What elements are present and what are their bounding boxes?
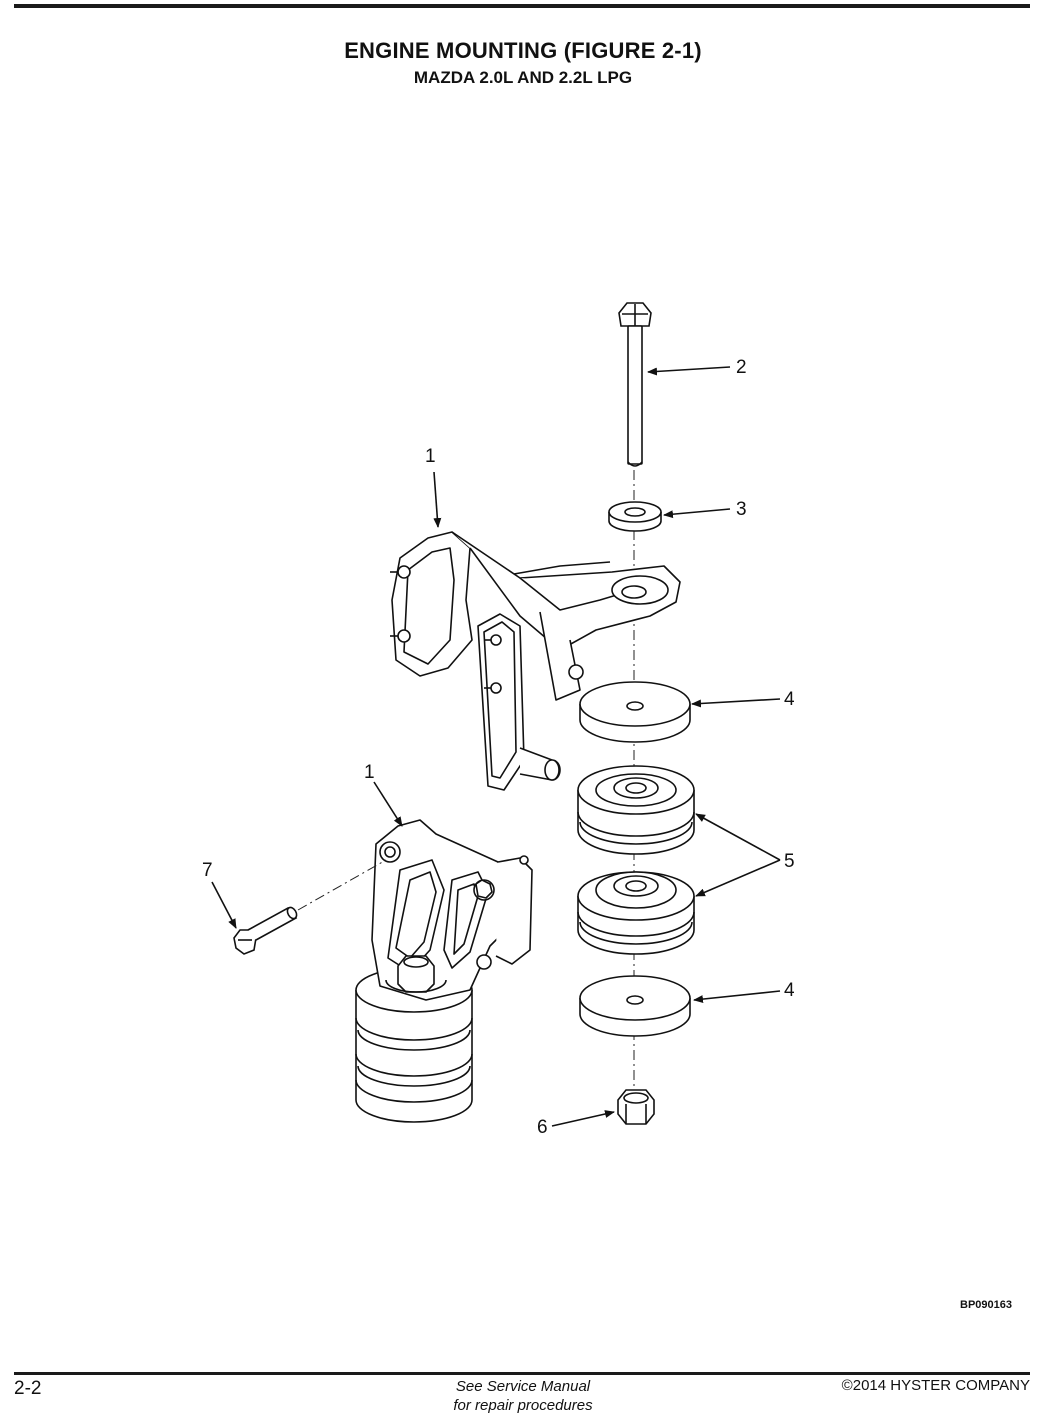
item-2-bolt: [618, 302, 652, 467]
reference-line-1: See Service Manual: [455, 1378, 591, 1395]
copyright: ©2014 HYSTER COMPANY: [841, 1377, 1030, 1394]
figure-code: BP090163: [960, 1299, 1012, 1311]
leader-5a: [695, 813, 781, 861]
item-5-lower-isolator: [577, 871, 695, 955]
leader-lines: [211, 366, 781, 1127]
page-title: ENGINE MOUNTING (FIGURE 2-1): [344, 38, 702, 63]
leader-1a: [433, 471, 442, 528]
item-7-cap-screw: [233, 906, 298, 955]
callout-7: 7: [202, 860, 213, 881]
item-1-lower-bracket: [355, 819, 533, 1123]
leader-4b: [693, 990, 781, 1004]
item-4-lower-washer: [579, 975, 691, 1037]
leader-3: [663, 508, 731, 519]
leader-2: [647, 366, 731, 376]
callout-4a: 4: [784, 689, 795, 710]
callout-4b: 4: [784, 980, 795, 1001]
item-6-nut: [617, 1089, 655, 1125]
callout-1a: 1: [425, 446, 436, 467]
item-7-centerline: [297, 859, 387, 911]
callout-1b: 1: [364, 762, 375, 783]
leader-7: [211, 881, 237, 929]
page-subtitle: MAZDA 2.0L AND 2.2L LPG: [413, 68, 633, 87]
callout-2: 2: [736, 357, 747, 378]
callout-3: 3: [736, 499, 747, 520]
leader-6: [551, 1110, 615, 1127]
callout-6: 6: [537, 1117, 548, 1138]
bottom-rule: [14, 1372, 1030, 1375]
item-3-washer: [608, 501, 662, 532]
top-rule: [14, 4, 1030, 8]
item-5-upper-isolator: [577, 765, 695, 855]
callout-5: 5: [784, 851, 795, 872]
leader-4a: [691, 698, 781, 708]
page-number: 2-2: [14, 1378, 42, 1399]
item-4-upper-washer: [579, 681, 691, 743]
leader-5b: [695, 859, 781, 897]
leader-1b: [373, 781, 403, 827]
item-1-upper-bracket: [390, 531, 681, 791]
